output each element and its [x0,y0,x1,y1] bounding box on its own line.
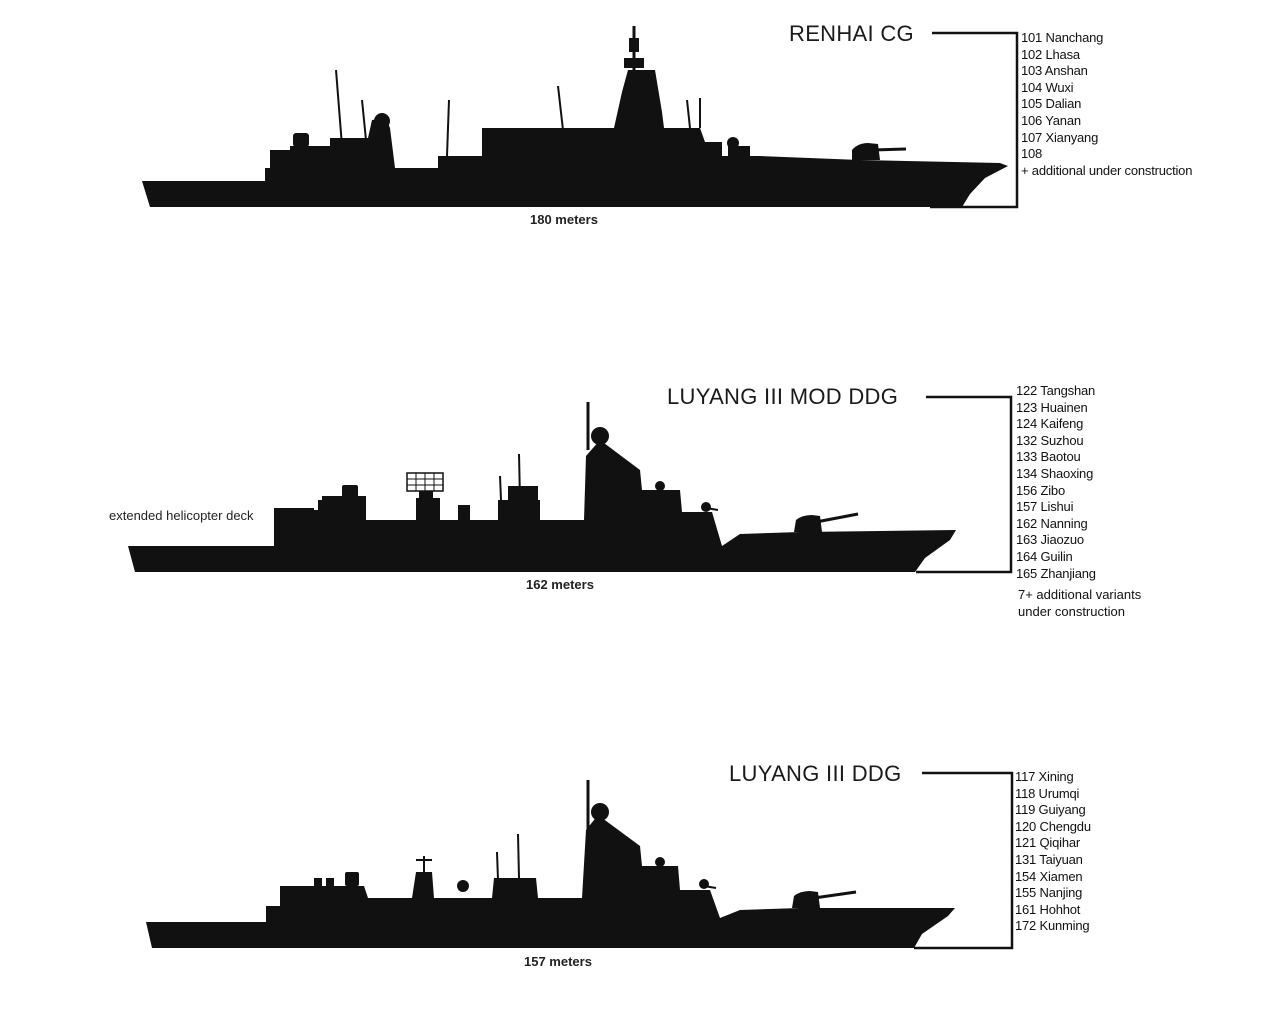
hull-item: 123 Huainen [1016,399,1088,415]
hull-item: 134 Shaoxing [1016,465,1094,481]
hull-item: 120 Chengdu [1015,818,1091,834]
hull-item: + additional under construction [1021,162,1193,178]
hull-item: 124 Kaifeng [1016,416,1084,432]
hull-item: 102 Lhasa [1021,46,1080,62]
hull-item: 133 Baotou [1016,449,1081,465]
luyang-iii-mod-hull-list: 122 Tangshan 123 Huainen 124 Kaifeng 132… [1016,383,1096,582]
hull-item: 119 Guiyang [1015,802,1086,818]
extra-line: under construction [1018,603,1125,619]
hull-item: 108 [1021,146,1043,162]
hull-item: 117 Xining [1015,769,1074,784]
hull-item: 121 Qiqihar [1015,835,1081,851]
luyang-iii-silhouette [146,771,1014,950]
luyang-iii-class-title: LUYANG III DDG [729,761,902,786]
luyang-iii-mod-class-title: LUYANG III MOD DDG [667,384,899,409]
hull-item: 164 Guilin [1016,548,1073,564]
hull-item: 106 Yanan [1021,112,1081,128]
hull-item: 163 Jiaozuo [1016,532,1084,548]
renhai-hull-list: 101 Nanchang 102 Lhasa 103 Anshan 104 Wu… [1021,30,1192,179]
hull-item: 172 Kunming [1015,918,1090,934]
hull-item: 162 Nanning [1016,515,1088,531]
hull-item: 154 Xiamen [1015,868,1083,884]
luyang-iii-length-label: 157 meters [524,954,592,969]
renhai-length-label: 180 meters [530,212,598,227]
hull-item: 101 Nanchang [1021,30,1104,45]
luyang-iii-mod-silhouette [128,395,1013,574]
hull-item: 155 Nanjing [1015,885,1083,901]
hull-item: 103 Anshan [1021,63,1088,79]
hull-item: 156 Zibo [1016,482,1065,498]
hull-item: 165 Zhanjiang [1016,565,1096,581]
hull-item: 131 Taiyuan [1015,851,1083,867]
luyang-iii-hull-list: 117 Xining 118 Urumqi 119 Guiyang 120 Ch… [1015,769,1091,935]
hull-item: 107 Xianyang [1021,129,1099,145]
hull-item: 105 Dalian [1021,96,1082,112]
hull-item: 118 Urumqi [1015,785,1080,801]
extra-line: 7+ additional variants [1018,587,1142,602]
hull-item: 132 Suzhou [1016,432,1084,448]
hull-item: 157 Lishui [1016,499,1074,515]
renhai-silhouette [142,26,1019,209]
hull-item: 104 Wuxi [1021,79,1074,95]
hull-item: 122 Tangshan [1016,383,1096,398]
renhai-class-title: RENHAI CG [789,21,914,46]
luyang-iii-mod-extra-note: 7+ additional variants under constructio… [1018,587,1141,620]
helicopter-deck-note: extended helicopter deck [109,508,254,523]
luyang-iii-mod-length-label: 162 meters [526,577,594,592]
hull-item: 161 Hohhot [1015,901,1081,917]
